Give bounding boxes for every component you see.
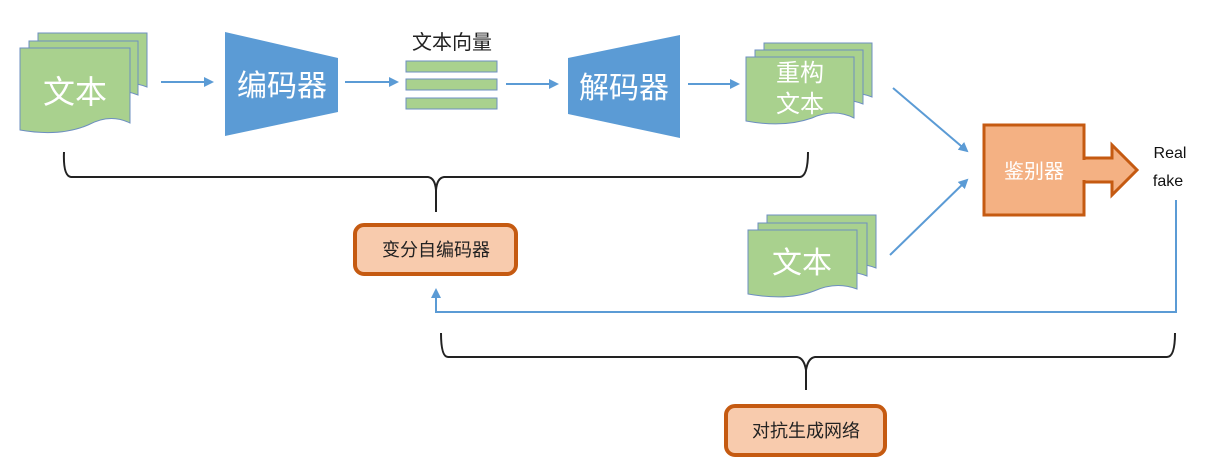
gan-label: 对抗生成网络: [752, 421, 860, 442]
real-document-stack: 文本: [747, 214, 877, 298]
doc-page-front: [747, 229, 858, 298]
output-real-label: Real: [1154, 145, 1187, 162]
vae-label-box: 变分自编码器: [353, 223, 518, 276]
encoder-block: 编码器: [225, 32, 338, 136]
decoder-block: 解码器: [568, 35, 680, 138]
vector-bar-1: [405, 60, 498, 73]
decoder-trapezoid: [568, 35, 680, 138]
gan-label-box: 对抗生成网络: [724, 404, 887, 457]
decoder-label: 解码器: [579, 71, 669, 106]
reconstructed-label-line1: 重构: [776, 59, 824, 87]
doc-page-front: [745, 56, 855, 125]
reconstructed-document-stack: 重构 文本: [745, 42, 873, 125]
vector-label: 文本向量: [412, 30, 492, 54]
input-doc-label: 文本: [43, 73, 107, 111]
vae-box-rect: [353, 223, 518, 276]
real-doc-label: 文本: [772, 246, 832, 281]
output-fake-label: fake: [1153, 173, 1183, 190]
arrow-reconstructed-to-discriminator: [892, 87, 969, 153]
text-vector: 文本向量: [405, 30, 498, 110]
vae-label: 变分自编码器: [382, 240, 490, 261]
discriminator-joint-mask: [1081, 160, 1087, 180]
encoder-label: 编码器: [237, 69, 327, 104]
reconstructed-label-line2: 文本: [776, 90, 824, 118]
vector-bar-2: [405, 78, 498, 91]
discriminator-label: 鉴别器: [1004, 159, 1064, 183]
gan-brace: [440, 332, 1176, 371]
arrow-real-to-discriminator: [889, 178, 969, 256]
vae-brace: [62, 151, 809, 191]
feedback-arrow-to-vae: [431, 200, 1177, 313]
encoder-trapezoid: [225, 32, 338, 136]
doc-page-front: [19, 47, 131, 134]
discriminator-block: 鉴别器: [982, 123, 1140, 217]
vector-bar-3: [405, 97, 498, 110]
input-document-stack: 文本: [19, 32, 148, 134]
discriminator-output-arrow: [1082, 141, 1140, 199]
gan-box-rect: [724, 404, 887, 457]
